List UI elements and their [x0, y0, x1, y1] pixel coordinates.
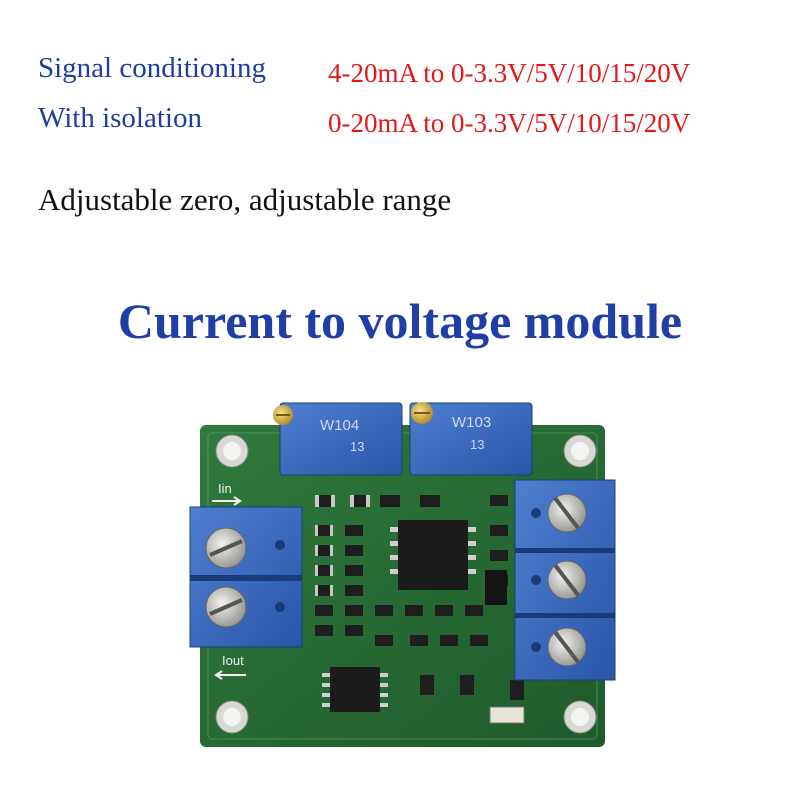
pot-right-sub: 13	[470, 437, 484, 452]
pot-left-label: W104	[320, 417, 359, 434]
mounting-hole-icon	[215, 434, 597, 734]
isolation-ic	[390, 520, 476, 590]
output-terminal-block	[514, 479, 616, 681]
isolation-label: With isolation	[38, 102, 202, 134]
pot-left-sub: 13	[350, 439, 364, 454]
range-spec-0-20ma: 0-20mA to 0-3.3V/5V/10/15/20V	[328, 108, 691, 138]
product-title: Current to voltage module	[117, 293, 683, 349]
signal-conditioning-label: Signal conditioning	[38, 52, 266, 84]
opamp-ic	[322, 667, 388, 712]
input-terminal-block	[189, 506, 303, 648]
iin-label: Iin	[218, 481, 232, 496]
feature-text: Adjustable zero, adjustable range	[38, 182, 452, 217]
potentiometer-w104: W104 13	[273, 402, 403, 476]
pot-right-label: W103	[452, 414, 491, 431]
arrow-left-icon	[214, 670, 246, 680]
potentiometer-w103: W103 13	[409, 402, 533, 476]
iout-label: Iout	[222, 653, 244, 668]
range-spec-4-20ma: 4-20mA to 0-3.3V/5V/10/15/20V	[328, 58, 691, 88]
smd-components	[315, 495, 525, 724]
module-photo: W104 13 W103 13	[189, 402, 616, 747]
arrow-right-icon	[212, 496, 242, 506]
